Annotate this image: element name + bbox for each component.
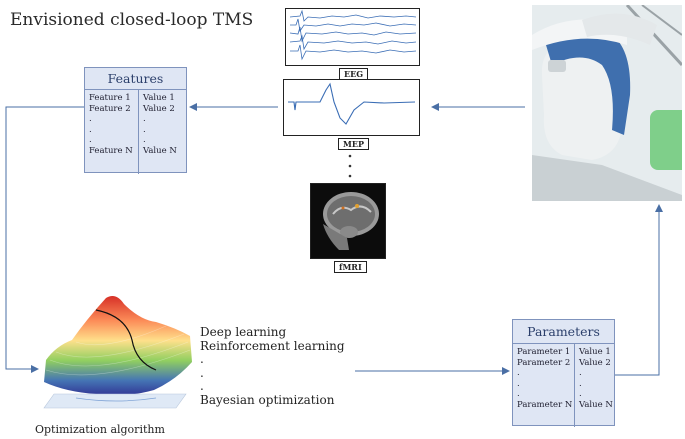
method-item: Reinforcement learning xyxy=(200,338,345,353)
arrow-features-to-optimization xyxy=(5,106,84,373)
parameter-name: Parameter 1 xyxy=(517,347,571,357)
mep-waveform-icon xyxy=(288,82,416,125)
feature-name: Feature N xyxy=(89,145,133,156)
parameters-header: Parameters xyxy=(513,320,614,344)
diagram-title: Envisioned closed-loop TMS xyxy=(10,10,254,30)
optimization-methods-list: Deep learning Reinforcement learning . .… xyxy=(200,325,345,407)
parameter-value: . xyxy=(579,378,582,389)
eeg-waveform-icon xyxy=(289,9,417,61)
parameter-name: . xyxy=(517,368,520,378)
feature-name: . xyxy=(89,114,92,124)
brain-mri-icon xyxy=(311,184,385,258)
method-item: Deep learning xyxy=(200,325,287,339)
feature-name: Feature 1 xyxy=(89,93,131,103)
parameters-value-column: Value 1 Value 2 . . . Value N xyxy=(574,344,617,427)
tms-head-icon xyxy=(532,5,682,201)
method-item: . xyxy=(200,352,204,366)
features-table: Features Feature 1 Feature 2 . . . Featu… xyxy=(84,67,187,174)
parameter-name: Parameter N xyxy=(517,399,573,410)
ellipsis-vertical-icon xyxy=(348,154,352,178)
mep-label: MEP xyxy=(338,138,369,150)
feature-value: . xyxy=(143,114,146,124)
mep-panel xyxy=(283,79,420,136)
features-header: Features xyxy=(85,68,186,90)
parameter-value: Value 1 xyxy=(579,347,611,357)
feature-value: Value N xyxy=(143,145,177,156)
feature-value: Value 1 xyxy=(143,93,175,103)
parameter-name: . xyxy=(517,378,520,389)
features-value-column: Value 1 Value 2 . . . Value N xyxy=(138,90,181,174)
parameter-value: . xyxy=(579,368,582,378)
feature-value: . xyxy=(143,135,146,145)
feature-name: . xyxy=(89,124,92,135)
fmri-panel xyxy=(310,183,386,259)
parameter-name: . xyxy=(517,389,520,399)
feature-name: Feature 2 xyxy=(89,103,131,114)
fmri-label: fMRI xyxy=(334,261,367,273)
method-item: . xyxy=(200,365,204,380)
parameter-value: . xyxy=(579,389,582,399)
parameter-value: Value N xyxy=(579,399,613,410)
tms-head-illustration xyxy=(532,5,682,201)
arrow-parameters-to-head xyxy=(615,204,663,376)
feature-value: Value 2 xyxy=(143,103,175,114)
features-name-column: Feature 1 Feature 2 . . . Feature N xyxy=(85,90,138,174)
parameters-name-column: Parameter 1 Parameter 2 . . . Parameter … xyxy=(513,344,574,427)
method-item: . xyxy=(200,379,204,393)
parameters-table: Parameters Parameter 1 Parameter 2 . . .… xyxy=(512,319,617,427)
eeg-panel xyxy=(285,8,420,66)
method-item: Bayesian optimization xyxy=(200,392,335,407)
feature-value: . xyxy=(143,124,146,135)
optimization-algorithm-label: Optimization algorithm xyxy=(35,423,165,436)
parameter-value: Value 2 xyxy=(579,357,611,368)
feature-name: . xyxy=(89,135,92,145)
optimization-landscape-icon xyxy=(43,296,192,409)
parameter-name: Parameter 2 xyxy=(517,357,571,368)
